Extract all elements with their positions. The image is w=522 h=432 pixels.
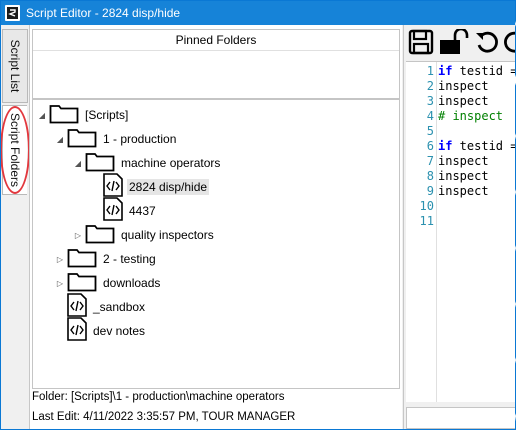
- script-file-icon: [103, 196, 123, 226]
- tree-item-label: _sandbox: [93, 300, 146, 314]
- save-icon: [408, 29, 434, 55]
- script-file-icon: [103, 172, 123, 202]
- collapsed-arrow-icon[interactable]: ▷: [56, 254, 64, 264]
- tree-item[interactable]: ▷ downloads: [55, 272, 162, 294]
- editor-toolbar: [408, 27, 515, 57]
- code-text: testid =: [452, 64, 516, 78]
- tree-item-label: quality inspectors: [121, 228, 214, 242]
- collapsed-arrow-icon[interactable]: ▷: [74, 230, 82, 240]
- code-text: inspect: [438, 154, 489, 168]
- code-line: inspect: [438, 169, 489, 183]
- folder-icon: [85, 150, 115, 177]
- tab-script-list[interactable]: Script List: [2, 29, 28, 103]
- code-text: inspect: [438, 169, 489, 183]
- expanded-arrow-icon[interactable]: ◢: [74, 158, 82, 168]
- line-number: 1: [426, 64, 434, 78]
- line-number: 8: [426, 169, 434, 183]
- code-line: # inspect: [438, 109, 503, 123]
- folder-icon: [85, 222, 115, 249]
- script-folders-panel: Pinned Folders ◢ [Scripts] ◢ 1 - production…: [29, 25, 402, 429]
- line-number: 9: [426, 184, 434, 198]
- folder-icon: [67, 126, 97, 153]
- code-keyword: if: [438, 64, 453, 78]
- tree-item[interactable]: ▷ 2 - testing: [55, 248, 158, 270]
- unlock-button[interactable]: [438, 27, 470, 55]
- tree-item-label: dev notes: [93, 324, 146, 338]
- folder-icon: [49, 102, 79, 129]
- tree-item-label: 2 - testing: [103, 252, 156, 266]
- tree-item[interactable]: _sandbox: [55, 292, 147, 318]
- folder-path-status: Folder: [Scripts]\1 - production\machine…: [32, 391, 285, 403]
- code-text: inspect: [438, 94, 489, 108]
- tree-item-label: 1 - production: [103, 132, 177, 146]
- collapsed-arrow-icon[interactable]: ▷: [56, 278, 64, 288]
- tree-item[interactable]: ◢ machine operators: [73, 152, 222, 174]
- script-file-icon: [67, 292, 87, 322]
- line-number: 2: [426, 79, 434, 93]
- pinned-folders-box[interactable]: Pinned Folders: [32, 29, 400, 99]
- editor-bottom-field[interactable]: [406, 407, 515, 429]
- redo-icon: [504, 31, 515, 53]
- line-number: 3: [426, 94, 434, 108]
- expanded-arrow-icon[interactable]: ◢: [38, 110, 46, 120]
- folder-tree[interactable]: ◢ [Scripts] ◢ 1 - production ◢ machine operat…: [32, 99, 400, 389]
- line-number: 4: [426, 109, 434, 123]
- tree-item[interactable]: ▷ quality inspectors: [73, 224, 216, 246]
- tree-item-label: downloads: [103, 276, 161, 290]
- tab-script-list-label: Script List: [8, 39, 22, 93]
- undo-icon: [476, 31, 498, 53]
- script-file-icon: [67, 316, 87, 346]
- app-icon: [5, 5, 20, 21]
- redo-button[interactable]: [502, 29, 515, 55]
- vertical-tab-strip: Script List Script Folders: [1, 25, 30, 429]
- code-line: if testid =: [438, 64, 516, 78]
- folder-icon: [67, 246, 97, 273]
- code-text: inspect: [438, 184, 489, 198]
- code-line: inspect: [438, 94, 489, 108]
- tab-script-folders[interactable]: Script Folders: [2, 105, 27, 195]
- line-number: 11: [419, 214, 434, 228]
- code-line: inspect: [438, 79, 489, 93]
- code-keyword: if: [438, 139, 453, 153]
- expanded-arrow-icon[interactable]: ◢: [56, 134, 64, 144]
- folder-icon: [67, 270, 97, 297]
- last-edit-status: Last Edit: 4/11/2022 3:35:57 PM, TOUR MA…: [32, 411, 296, 423]
- tree-item-label: machine operators: [121, 156, 221, 170]
- line-number: 7: [426, 154, 434, 168]
- line-number: 6: [426, 139, 434, 153]
- tree-item[interactable]: dev notes: [55, 316, 147, 342]
- tree-item-label: [Scripts]: [85, 108, 129, 122]
- tree-item-label: 2824 disp/hide: [127, 179, 210, 195]
- tree-item[interactable]: ◢ [Scripts]: [37, 104, 130, 126]
- title-bar[interactable]: Script Editor - 2824 disp/hide: [1, 1, 515, 25]
- tab-script-folders-label: Script Folders: [8, 112, 22, 188]
- window-title: Script Editor - 2824 disp/hide: [26, 6, 181, 20]
- code-line: inspect: [438, 154, 489, 168]
- code-line: inspect: [438, 184, 489, 198]
- tree-item[interactable]: 4437: [91, 196, 158, 222]
- save-button[interactable]: [408, 29, 434, 55]
- tree-item-label: 4437: [129, 204, 156, 218]
- code-comment: # inspect: [438, 109, 504, 123]
- line-number: 5: [426, 124, 434, 138]
- tree-item[interactable]: 2824 disp/hide: [91, 172, 210, 198]
- pinned-folders-header: Pinned Folders: [33, 30, 399, 51]
- code-text: testid =: [452, 139, 516, 153]
- code-line: if testid =: [438, 139, 516, 153]
- code-text: inspect: [438, 79, 489, 93]
- tree-item[interactable]: ◢ 1 - production: [55, 128, 178, 150]
- unlock-icon: [440, 27, 469, 54]
- line-number: 10: [419, 199, 434, 213]
- undo-button[interactable]: [474, 29, 500, 55]
